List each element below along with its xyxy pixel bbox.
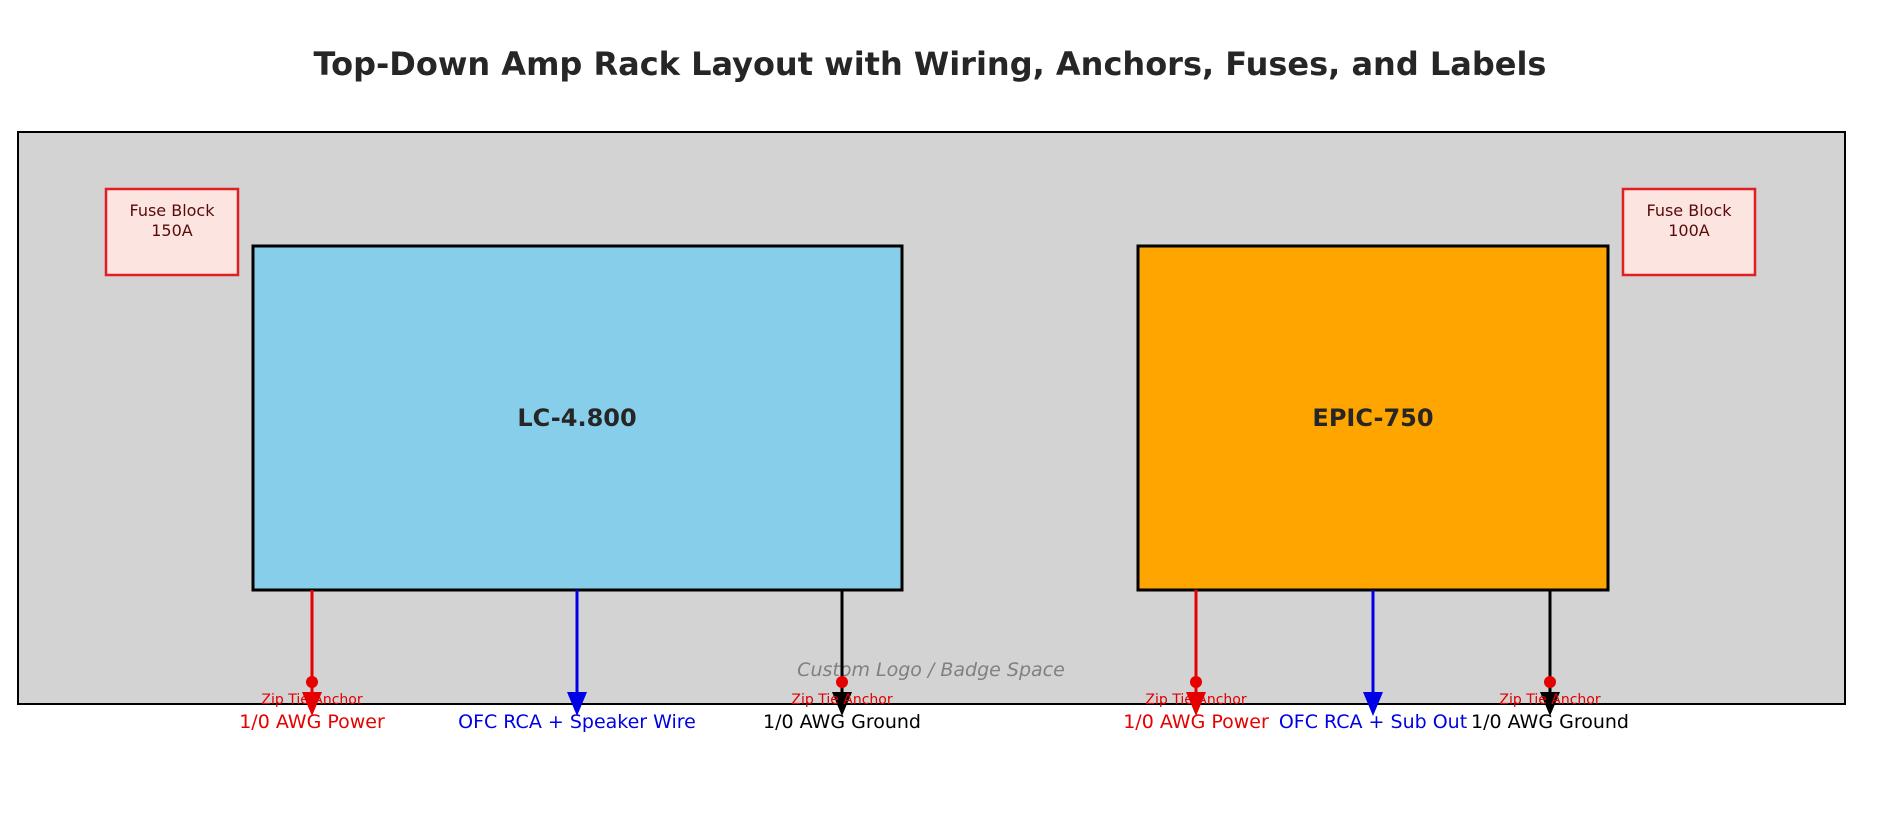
wire-power: Zip Tie Anchor 1/0 AWG Power (1123, 590, 1269, 733)
zip-tie-anchor-dot (306, 676, 318, 688)
wire-ground: Zip Tie Anchor 1/0 AWG Ground (763, 590, 921, 733)
wire-power: Zip Tie Anchor 1/0 AWG Power (239, 590, 385, 733)
wire-arrowhead (567, 692, 587, 716)
fuse-box (1621, 187, 1757, 277)
zip-tie-anchor-label: Zip Tie Anchor (261, 692, 362, 708)
logo-badge-space: Custom Logo / Badge Space (797, 659, 1065, 681)
fuse-block-150a: Fuse Block 150A (104, 187, 240, 277)
zip-tie-anchor-dot (1190, 676, 1202, 688)
wire-arrowhead (302, 692, 322, 716)
wire-arrowhead (1363, 692, 1383, 716)
amplifier-name: EPIC-750 (1312, 404, 1433, 432)
diagram-title: Top-Down Amp Rack Layout with Wiring, An… (314, 45, 1547, 83)
wire-label: 1/0 AWG Power (239, 711, 385, 733)
wire-label: 1/0 AWG Ground (1471, 711, 1629, 733)
zip-tie-anchor-label: Zip Tie Anchor (1145, 692, 1246, 708)
amplifier-epic-750: EPIC-750 (1136, 244, 1610, 592)
wire-label: OFC RCA + Speaker Wire (458, 711, 696, 733)
fuse-box (104, 187, 240, 277)
wire-signal: OFC RCA + Sub Out (1279, 590, 1467, 733)
zip-tie-anchor-label: Zip Tie Anchor (791, 692, 892, 708)
wire-label: 1/0 AWG Ground (763, 711, 921, 733)
zip-tie-anchor-dot (1544, 676, 1556, 688)
zip-tie-anchor-label: Zip Tie Anchor (1499, 692, 1600, 708)
amplifier-body (1136, 244, 1610, 592)
wire-arrowhead (1186, 692, 1206, 716)
fuse-label-line1: Fuse Block (129, 201, 215, 220)
zip-tie-anchor-dot (836, 676, 848, 688)
wire-label: OFC RCA + Sub Out (1279, 711, 1467, 733)
wire-signal: OFC RCA + Speaker Wire (458, 590, 696, 733)
wire-arrowhead (832, 692, 852, 716)
wire-ground: Zip Tie Anchor 1/0 AWG Ground (1471, 590, 1629, 733)
wire-arrowhead (1540, 692, 1560, 716)
amplifier-name: LC-4.800 (517, 404, 636, 432)
wiring-layer: Zip Tie Anchor 1/0 AWG Power OFC RCA + Spe… (239, 590, 1629, 733)
fuse-label-line2: 100A (1668, 221, 1710, 240)
fuse-block-100a: Fuse Block 100A (1621, 187, 1757, 277)
amplifier-lc-4-800: LC-4.800 (251, 244, 904, 592)
wire-label: 1/0 AWG Power (1123, 711, 1269, 733)
fuse-label-line1: Fuse Block (1646, 201, 1732, 220)
amplifier-body (251, 244, 904, 592)
fuse-label-line2: 150A (151, 221, 193, 240)
